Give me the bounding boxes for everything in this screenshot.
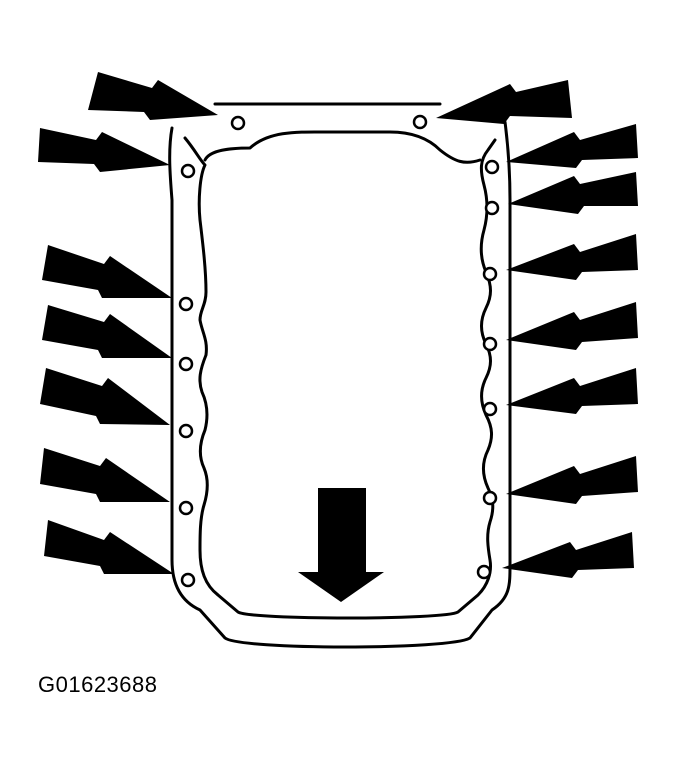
arrow-icon bbox=[506, 124, 638, 168]
arrow-icon bbox=[40, 448, 170, 502]
bolt-hole bbox=[178, 356, 194, 372]
arrow-icon bbox=[506, 302, 638, 350]
arrow-icon bbox=[88, 72, 218, 120]
bolt-hole bbox=[484, 200, 500, 216]
arrow-icon bbox=[44, 520, 174, 574]
bolt-hole bbox=[178, 296, 194, 312]
gasket-inner-edge bbox=[183, 136, 497, 620]
arrow-icon bbox=[502, 532, 634, 578]
arrow-icon bbox=[42, 245, 172, 298]
gasket-outer-edge bbox=[168, 102, 512, 649]
bolt-hole bbox=[178, 423, 194, 439]
bolt-hole bbox=[482, 336, 498, 352]
arrow-icon bbox=[42, 305, 172, 358]
bolt-hole bbox=[230, 115, 246, 131]
arrow-icon bbox=[40, 368, 170, 425]
arrow-icon bbox=[436, 80, 572, 124]
bolt-hole bbox=[482, 490, 498, 506]
bolt-hole bbox=[482, 266, 498, 282]
arrow-icon bbox=[506, 456, 638, 504]
bolt-hole bbox=[476, 564, 492, 580]
gasket-inner-top bbox=[203, 130, 482, 164]
bolt-hole bbox=[180, 163, 196, 179]
arrow-icon bbox=[38, 128, 170, 172]
bolt-hole bbox=[412, 114, 428, 130]
bolt-hole bbox=[482, 401, 498, 417]
bolt-hole bbox=[178, 500, 194, 516]
pointer-arrows bbox=[38, 72, 638, 578]
bolt-hole bbox=[484, 159, 500, 175]
arrow-icon bbox=[506, 234, 638, 280]
arrow-icon bbox=[508, 172, 638, 214]
arrow-icon bbox=[506, 368, 638, 414]
figure-caption: G01623688 bbox=[38, 672, 158, 697]
bolt-hole bbox=[180, 572, 196, 588]
arrow-down-icon bbox=[298, 488, 384, 602]
bolt-holes bbox=[178, 114, 500, 588]
